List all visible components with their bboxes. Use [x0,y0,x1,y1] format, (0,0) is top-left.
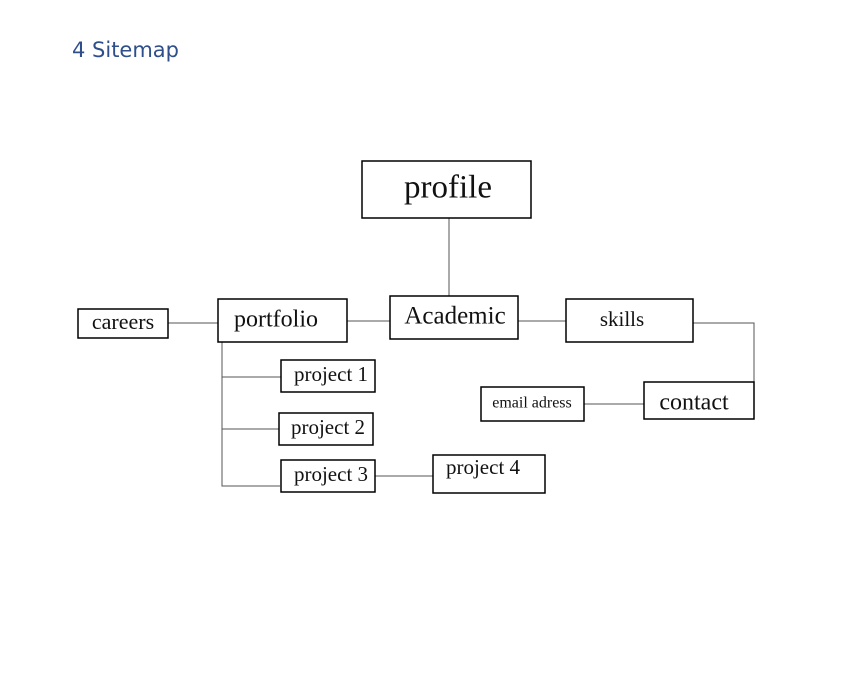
node-project-1: project 1 [280,359,376,393]
node-label: project 3 [294,462,368,486]
node-email-adress: email adress [480,386,585,422]
node-label: contact [659,390,729,416]
node-project-3: project 3 [280,459,376,493]
node-label: project 2 [291,415,365,439]
node-project-2: project 2 [278,412,374,446]
edge-skills-contact [693,322,755,382]
node-portfolio: portfolio [217,298,348,343]
node-skills: skills [565,298,694,343]
node-label: email adress [492,395,572,412]
node-project-4: project 4 [432,454,546,494]
edge-portfolio-projects-trunk [221,342,280,487]
node-label: Academic [404,303,505,330]
node-label: project 4 [446,455,521,479]
node-careers: careers [77,308,169,339]
node-label: project 1 [294,362,368,386]
node-label: profile [404,170,492,206]
node-label: skills [600,307,644,331]
node-label: portfolio [234,307,318,333]
connectors [168,218,755,487]
page-heading: 4 Sitemap [72,38,180,62]
node-profile: profile [361,160,532,219]
node-academic: Academic [389,295,519,340]
node-contact: contact [643,381,755,420]
node-label: careers [92,309,154,334]
